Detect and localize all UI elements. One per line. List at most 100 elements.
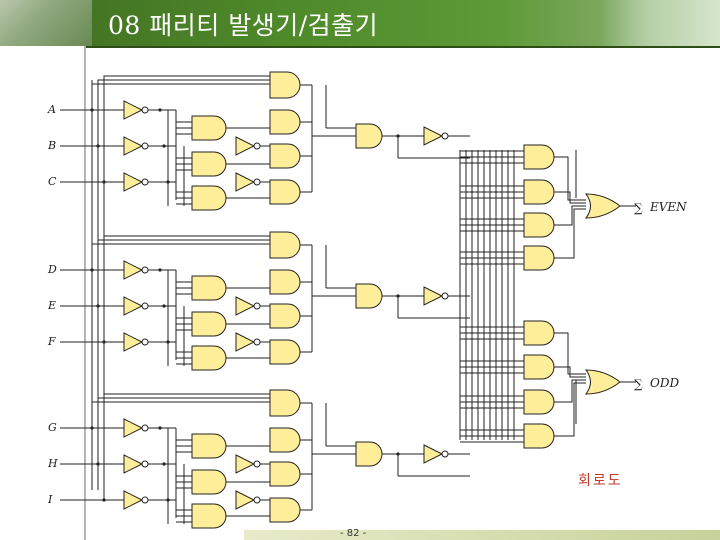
junction-dot — [90, 108, 94, 112]
page-number: - 82 - — [340, 528, 367, 539]
wire — [554, 156, 586, 201]
and-gate — [269, 303, 301, 329]
and-gate — [523, 144, 555, 170]
junction-dot — [162, 304, 166, 308]
junction-dot — [166, 498, 170, 502]
wire — [554, 205, 586, 226]
inverter-bubble — [441, 292, 449, 300]
and-gate — [269, 109, 301, 135]
inverter-bubble — [141, 266, 149, 274]
and-gate — [191, 151, 227, 177]
and-gate — [269, 461, 301, 487]
and-gate — [191, 275, 227, 301]
input-label-h: H — [47, 457, 58, 470]
and-gate — [269, 71, 301, 99]
wire — [91, 83, 270, 110]
inverter-bubble — [141, 496, 149, 504]
junction-dot — [90, 426, 94, 430]
wire — [554, 382, 586, 437]
and-gate — [269, 339, 301, 365]
circuit-caption: 회로도 — [578, 473, 623, 489]
input-label-b: B — [47, 139, 56, 152]
junction-dot — [90, 268, 94, 272]
inverter-bubble — [253, 496, 261, 504]
slide-title: 08 패리티 발생기/검출기 — [108, 11, 379, 40]
wire — [554, 332, 586, 375]
inverter-bubble — [141, 302, 149, 310]
header-banner — [0, 0, 720, 46]
input-label-e: E — [47, 299, 56, 312]
junction-dot — [158, 108, 162, 112]
odd-sum-symbol: ∑ — [634, 377, 643, 391]
not-gate — [423, 444, 444, 464]
inverter-bubble — [441, 450, 449, 458]
and-gate — [191, 115, 227, 141]
input-label-g: G — [48, 421, 57, 434]
junction-dot — [96, 304, 100, 308]
junction-dot — [396, 452, 400, 456]
not-gate — [235, 296, 256, 316]
and-gate — [523, 354, 555, 380]
junction-dot — [162, 462, 166, 466]
left-margin-rule — [84, 46, 86, 540]
wire — [91, 401, 270, 428]
not-gate — [123, 490, 144, 510]
and-gate — [269, 231, 301, 259]
and-gate — [269, 179, 301, 205]
or-gate — [585, 369, 621, 395]
and-gate — [191, 503, 227, 529]
and-gate — [355, 283, 383, 309]
wire — [103, 393, 270, 500]
junction-dot — [96, 144, 100, 148]
not-gate — [235, 136, 256, 156]
inverter-bubble — [141, 178, 149, 186]
junction-dot — [102, 498, 106, 502]
junction-dot — [166, 340, 170, 344]
even-output-label: EVEN — [649, 200, 687, 214]
not-gate — [123, 100, 144, 120]
and-gate — [523, 389, 555, 415]
input-label-f: F — [47, 335, 56, 348]
not-gate — [235, 172, 256, 192]
not-gate — [423, 126, 444, 146]
not-gate — [123, 332, 144, 352]
and-gate — [269, 143, 301, 169]
and-gate — [355, 441, 383, 467]
and-gate — [269, 269, 301, 295]
not-gate — [123, 296, 144, 316]
junction-dot — [158, 426, 162, 430]
junction-dot — [166, 180, 170, 184]
or-gate — [585, 193, 621, 219]
and-gate — [191, 469, 227, 495]
not-gate — [123, 260, 144, 280]
not-gate — [123, 172, 144, 192]
wire — [103, 75, 270, 182]
and-gate — [269, 427, 301, 453]
gates — [90, 71, 621, 529]
input-label-a: A — [47, 103, 56, 116]
wire — [554, 191, 586, 204]
wire — [554, 379, 586, 403]
footer-bar — [244, 530, 720, 540]
inverter-bubble — [141, 424, 149, 432]
junction-dot — [162, 144, 166, 148]
and-gate — [191, 433, 227, 459]
input-label-c: C — [48, 175, 57, 188]
not-gate — [123, 418, 144, 438]
junction-dot — [96, 462, 100, 466]
not-gate — [235, 490, 256, 510]
inverter-bubble — [141, 338, 149, 346]
not-gate — [123, 454, 144, 474]
junction-dot — [158, 268, 162, 272]
and-gate — [523, 423, 555, 449]
wires — [60, 75, 636, 524]
inverter-bubble — [253, 142, 261, 150]
input-label-i: I — [47, 493, 53, 506]
and-gate — [269, 389, 301, 417]
inverter-bubble — [441, 132, 449, 140]
and-gate — [269, 497, 301, 523]
not-gate — [235, 332, 256, 352]
and-gate — [523, 179, 555, 205]
inverter-bubble — [253, 338, 261, 346]
